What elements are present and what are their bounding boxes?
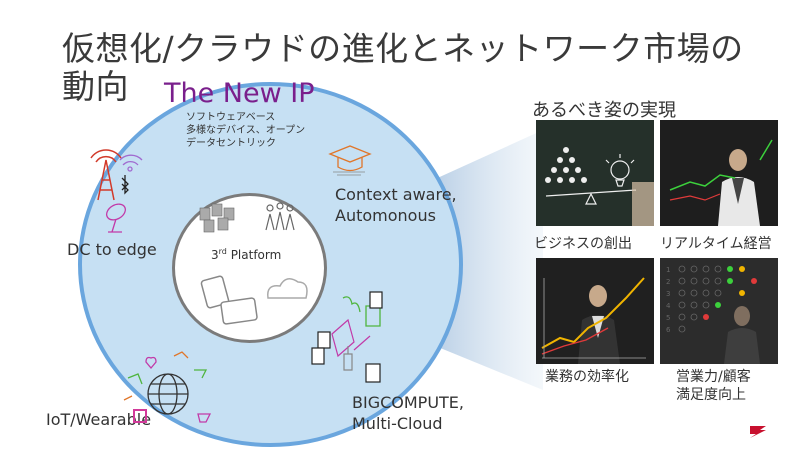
platform-number: 3	[211, 248, 219, 262]
platform-icons	[199, 202, 308, 325]
svg-text:1: 1	[666, 266, 670, 274]
logo-icon	[750, 426, 766, 438]
segment-iot: IoT/Wearable	[46, 410, 152, 429]
rating-grid-icon: 1 2 3 4 5 6	[660, 258, 778, 364]
segment-bigcompute: BIGCOMPUTE, Multi-Cloud	[352, 392, 464, 434]
caption-efficiency: 業務の効率化	[545, 369, 629, 385]
caption-satisfaction: 営業力/顧客 満足度向上	[676, 368, 751, 404]
chart-man-icon	[660, 120, 778, 226]
graduation-cap-icon	[328, 145, 372, 176]
photo-business-creation	[536, 120, 654, 226]
caption-satisfaction-line1: 営業力/顧客	[676, 369, 751, 385]
segment-context-line1: Context aware,	[335, 185, 457, 204]
attribute-data: データセントリック	[186, 138, 276, 149]
svg-text:6: 6	[666, 326, 671, 334]
documents-icon	[311, 291, 383, 383]
satellite-dish-icon	[106, 203, 126, 233]
svg-text:2: 2	[666, 278, 670, 286]
caption-satisfaction-line2: 満足度向上	[676, 387, 746, 403]
caption-realtime: リアルタイム経営	[660, 236, 772, 252]
platform-label: 3rd Platform	[211, 247, 281, 262]
new-ip-attributes: ソフトウェアベース 多様なデバイス、オープン データセントリック	[186, 111, 305, 150]
svg-text:3: 3	[666, 290, 670, 298]
segment-bigcompute-line1: BIGCOMPUTE,	[352, 393, 464, 412]
growth-chart-icon	[536, 258, 654, 364]
cloud-icon	[267, 278, 308, 299]
segment-bigcompute-line2: Multi-Cloud	[352, 414, 443, 433]
lightbulb-icon	[536, 120, 654, 226]
segment-context-line2: Automonous	[335, 206, 436, 225]
svg-text:4: 4	[666, 302, 671, 310]
segment-context: Context aware, Automonous	[335, 184, 457, 226]
photo-satisfaction: 1 2 3 4 5 6	[660, 258, 778, 364]
attribute-devices: 多様なデバイス、オープン	[186, 125, 306, 136]
globe-icon	[123, 351, 212, 423]
servers-icon	[199, 203, 235, 233]
new-ip-title: The New IP	[164, 78, 315, 109]
tablet-icon	[200, 275, 258, 325]
cell-tower-icon	[90, 149, 143, 233]
platform-ordinal: rd	[218, 247, 227, 256]
people-icon	[265, 202, 295, 231]
photo-realtime	[660, 120, 778, 226]
slide-title: 仮想化/クラウドの進化とネットワーク市場の動向	[62, 29, 744, 106]
svg-text:5: 5	[666, 314, 670, 322]
segment-dc: DC to edge	[67, 240, 157, 259]
bluetooth-icon	[121, 175, 129, 195]
caption-business-creation: ビジネスの創出	[534, 236, 632, 252]
attribute-software: ソフトウェアベース	[186, 112, 276, 123]
platform-word: Platform	[226, 248, 282, 262]
realization-heading: あるべき姿の実現	[532, 100, 676, 121]
photo-efficiency	[536, 258, 654, 364]
